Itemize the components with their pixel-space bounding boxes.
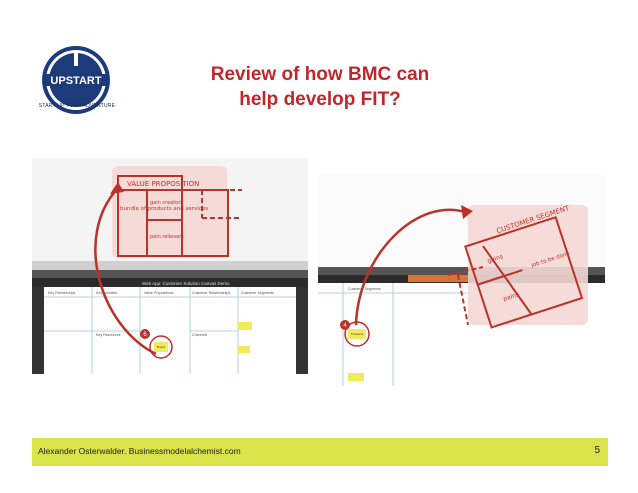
col-key-partnerships: Key Partnerships: [48, 291, 76, 295]
sketch-item-pains: pains: [502, 291, 519, 303]
title-line-2: help develop FIT?: [239, 89, 401, 110]
title-line-1: Review of how BMC can: [210, 64, 430, 85]
app-title: Web App: Customer Solution Canvas Demo: [142, 281, 230, 286]
sticky-note-right: [348, 329, 366, 339]
col-value-propositions: Value Propositions: [144, 291, 174, 295]
col-key-activities: Key Activities: [96, 291, 117, 295]
col-customer-relationships: Customer Relationships: [192, 291, 230, 295]
logo-name: UPSTART: [50, 75, 101, 87]
slide-footer: Alexander Osterwalder. Businessmodelalch…: [32, 438, 608, 466]
upstart-logo: UPSTART: [42, 46, 110, 114]
svg-text:Brand: Brand: [157, 345, 165, 349]
sketch-title-left: VALUE PROPOSITION: [127, 180, 199, 188]
value-proposition-screenshot: Web App: Customer Solution Canvas Demo K…: [32, 158, 308, 374]
customer-segment-screenshot: Customer Segments Travelers 4 CUSTOMER S…: [318, 175, 605, 386]
sketch-item-pain: pain relievers: [150, 234, 184, 240]
sketch-item-gain: gain creators: [150, 200, 183, 206]
col-key-resources: Key Resources: [96, 333, 121, 337]
step-number-left: 6: [143, 332, 147, 338]
col-channels: Channels: [192, 333, 207, 337]
slide-title: Review of how BMC can help develop FIT?: [170, 62, 470, 112]
sketch-item-bundle: bundle of products and services: [120, 206, 208, 212]
svg-text:Travelers: Travelers: [351, 332, 364, 336]
footer-credit: Alexander Osterwalder. Businessmodelalch…: [38, 446, 241, 456]
col-customer-segments-right: Customer Segments: [348, 287, 381, 291]
step-number-right: 4: [343, 323, 347, 329]
col-customer-segments: Customer Segments: [241, 291, 274, 295]
sketch-item-gains: gains: [486, 253, 503, 265]
sticky-note: [154, 342, 168, 352]
logo-tagline: START UP YOUR ADVENTURE: [38, 103, 116, 109]
page-number: 5: [594, 445, 600, 456]
